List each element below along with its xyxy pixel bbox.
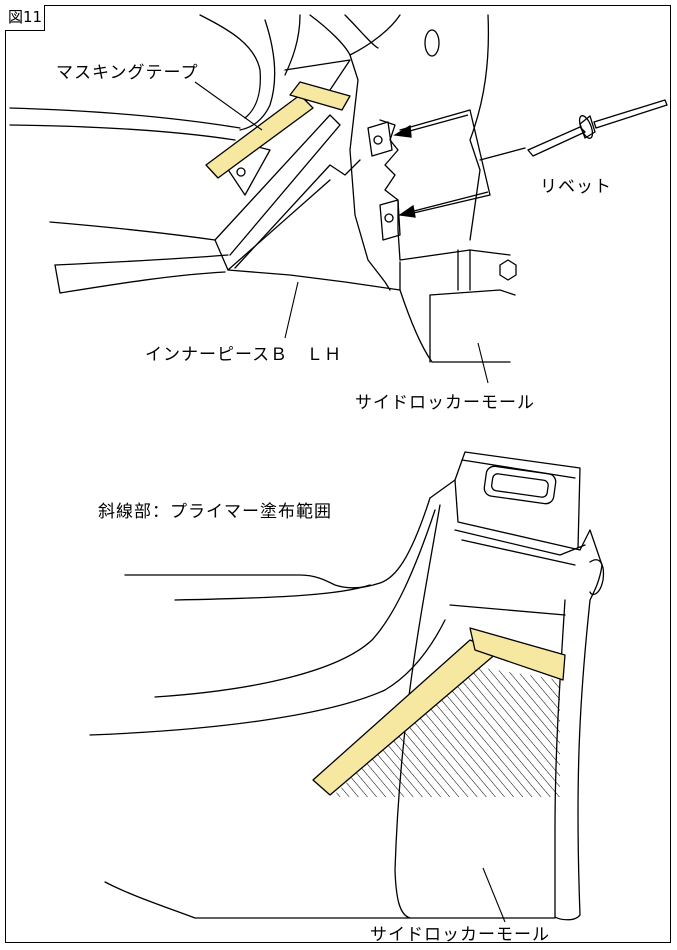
molding-knob [589, 559, 605, 596]
molding-lower-edge [104, 881, 556, 919]
label-primer-area: 斜線部：プライマー塗布範囲 [98, 502, 332, 522]
upper-edge [309, 14, 351, 56]
rivet-hole-upper [373, 135, 383, 145]
upper-edge-2 [344, 14, 379, 49]
label-rivet: リベット [540, 177, 612, 197]
inner-piece-B-body [214, 179, 331, 271]
molding-inner-line-2 [454, 529, 586, 556]
label-masking-tape: マスキングテープ [56, 63, 199, 83]
masking-tape-top [205, 81, 351, 179]
body-curve-2 [174, 584, 371, 601]
rocker-step-2 [399, 261, 511, 363]
rocker-step [399, 249, 511, 261]
inner-piece-lower-edge [227, 269, 401, 291]
clip-slot-inner [491, 473, 549, 498]
label-inner-piece-b-lh: インナーピースＢ ＬＨ [145, 345, 343, 365]
bottom-view [89, 451, 605, 921]
arrows [393, 114, 489, 218]
leader-inner-piece [284, 281, 299, 339]
masking-tape-bottom [312, 627, 566, 796]
leader-side-rocker-bottom [482, 867, 506, 923]
label-side-rocker-molding-top: サイドロッカーモール [355, 393, 535, 413]
leader-masking-tape [194, 81, 263, 131]
figure-number: 図11 [5, 5, 45, 31]
oval-hole [424, 29, 440, 57]
rivet-hole-lower-boss [379, 199, 401, 241]
molding-inner-line-3 [461, 539, 576, 566]
body-panel-line-2 [9, 124, 236, 141]
clip-slot [483, 465, 557, 505]
body-curve-3 [154, 509, 436, 698]
rivet-callout-box [399, 109, 491, 216]
top-leaders [194, 81, 489, 384]
left-rail-1 [49, 221, 216, 241]
body-panel-curve-2 [239, 19, 276, 131]
bracket-hole [236, 167, 246, 177]
rocker-post [457, 249, 471, 291]
rocker-box [429, 289, 516, 363]
body-curve-4 [89, 619, 446, 736]
label-side-rocker-molding-bottom: サイドロッカーモール [370, 925, 550, 945]
primer-hatch-area [332, 665, 560, 797]
pillar-right-edge [469, 14, 490, 241]
top-view [9, 14, 668, 363]
figure-frame [5, 5, 671, 943]
bottom-leaders [482, 867, 506, 923]
arrow-head-lower [398, 204, 416, 218]
body-panel-line-1 [9, 107, 241, 129]
rivet-hole-lower [384, 213, 394, 223]
inner-piece-strip-1 [214, 114, 341, 256]
left-rail-2 [54, 254, 229, 266]
arrow-head-upper [393, 124, 412, 138]
pillar-cut-edge [379, 119, 401, 261]
pillar-outline [349, 14, 401, 291]
rivet-leader [479, 147, 526, 161]
inner-piece-strip-2 [234, 159, 361, 269]
left-rail-3 [54, 264, 226, 294]
rivet-hole-upper-boss [367, 121, 393, 157]
body-panel-curve-1 [199, 14, 261, 119]
rivet-icon [527, 99, 668, 157]
molding-inner-line-1 [394, 504, 441, 919]
body-panel-curve-3 [284, 14, 301, 76]
nut [499, 259, 517, 281]
clip-body [454, 451, 581, 549]
molding-inner-line-4 [449, 604, 566, 616]
molding-outline [429, 479, 603, 921]
leader-side-rocker-top [477, 342, 489, 384]
